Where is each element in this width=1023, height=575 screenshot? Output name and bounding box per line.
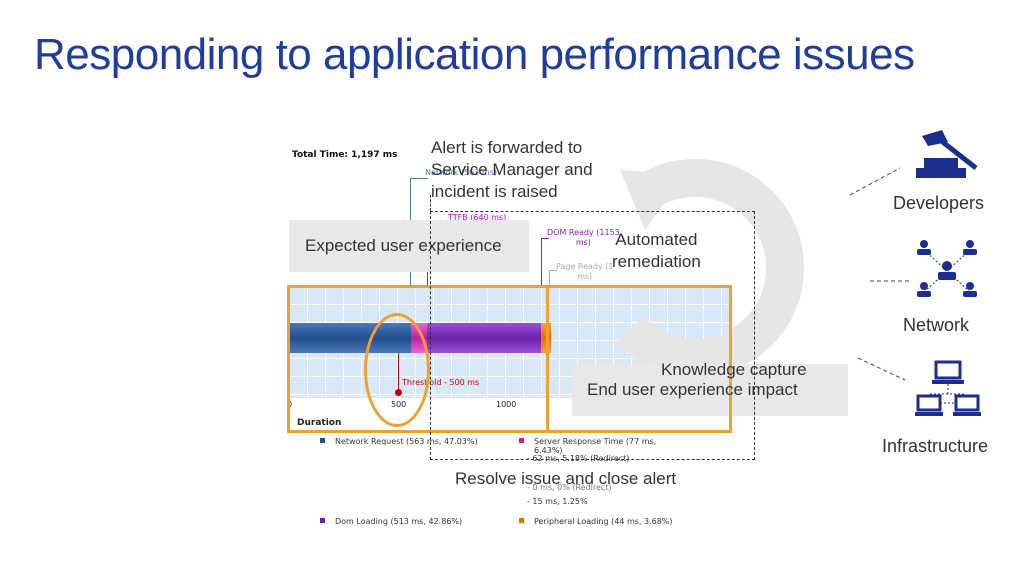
legend-peripheral-text: Peripheral Loading (44 ms, 3.68%) xyxy=(534,517,673,526)
slide-title: Responding to application performance is… xyxy=(34,30,915,79)
legend-sub-zero: - 0 ms, 0% (Redirect) xyxy=(527,483,612,492)
network-marker-label: Network (563 ms) xyxy=(425,168,497,177)
network-label: Network xyxy=(903,315,970,335)
legend-server-text-2: 6.43%) xyxy=(534,446,563,455)
people-network-icon xyxy=(917,240,977,297)
knowledge-capture-label: Knowledge capture xyxy=(661,360,807,379)
alert-line-2: Service Manager and xyxy=(431,160,593,179)
computer-network-icon xyxy=(915,360,981,416)
automated-line-2: remediation xyxy=(612,252,701,271)
dom-ready-line-1: DOM Ready (1153 xyxy=(547,228,620,237)
page-marker-top xyxy=(549,270,557,271)
legend-swatch-network xyxy=(320,438,325,443)
x-tick-1000: 1000 xyxy=(496,400,517,409)
expected-experience-box xyxy=(289,220,529,272)
end-user-impact-box xyxy=(572,364,848,416)
page-ready-line-1: Page Ready (1 xyxy=(556,262,614,271)
ttfb-marker-label: TTFB (640 ms) xyxy=(448,213,507,222)
alert-forwarded-label: Alert is forwarded to Service Manager an… xyxy=(431,137,593,203)
dom-loading-bar xyxy=(427,323,541,353)
legend-swatch-peripheral xyxy=(519,518,524,523)
developers-label: Developers xyxy=(893,193,985,213)
dom-marker-top xyxy=(541,238,549,239)
legend-network-text: Network Request (563 ms, 47.03%) xyxy=(335,437,478,446)
dom-ready-line-2: ms) xyxy=(575,238,591,247)
legend-swatch-dom xyxy=(320,518,325,523)
hammer-anvil-icon xyxy=(916,130,978,178)
resolve-issue-label: Resolve issue and close alert xyxy=(455,469,677,488)
legend-server-response: Server Response Time (77 ms, xyxy=(519,437,656,447)
legend-dom-loading: Dom Loading (513 ms, 42.86%) xyxy=(320,517,462,527)
threshold-highlight-ellipse xyxy=(364,313,430,427)
page-ready-line-2: ms) xyxy=(577,272,593,281)
dom-ready-marker-label: DOM Ready (1153 ms) xyxy=(547,228,620,248)
legend-dom-text: Dom Loading (513 ms, 42.86%) xyxy=(335,517,463,526)
automated-remediation-label: Automated remediation xyxy=(612,229,701,273)
alert-line-1: Alert is forwarded to xyxy=(431,138,583,157)
automated-line-1: Automated xyxy=(615,230,698,249)
legend-swatch-server xyxy=(519,438,524,443)
network-marker-top xyxy=(410,178,428,179)
legend-sub-redirect: - 62 ms, 5.18% (Redirect) xyxy=(527,454,630,463)
page-ready-marker-label: Page Ready (1 ms) xyxy=(556,262,614,282)
legend-network-request: Network Request (563 ms, 47.03%) xyxy=(320,437,478,447)
end-user-impact-label: End user experience impact xyxy=(587,380,798,399)
infrastructure-label: Infrastructure xyxy=(882,436,989,456)
response-flow-dashed-outline xyxy=(430,211,755,460)
page-marker-line xyxy=(549,270,550,288)
threshold-label: Threshold - 500 ms xyxy=(402,378,480,387)
legend-peripheral-loading: Peripheral Loading (44 ms, 3.68%) xyxy=(519,517,673,527)
impact-frame xyxy=(546,285,732,433)
legend-server-text-1: Server Response Time (77 ms, xyxy=(534,437,657,446)
cycle-arrow-icon xyxy=(616,158,805,377)
legend-sub-fifteen: - 15 ms, 1.25% xyxy=(527,497,588,506)
team-connectors xyxy=(849,167,910,381)
alert-line-3: incident is raised xyxy=(431,182,558,201)
x-axis-label: Duration xyxy=(297,418,342,428)
alert-dashed-connector xyxy=(430,195,431,211)
expected-user-experience-label: Expected user experience xyxy=(305,236,502,255)
dom-marker-line xyxy=(541,238,542,288)
total-time-label: Total Time: 1,197 ms xyxy=(292,150,398,160)
